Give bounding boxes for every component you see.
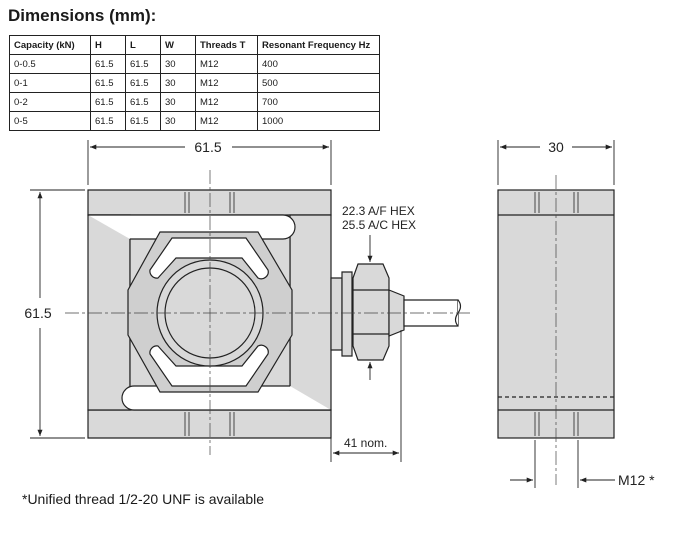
side-view-body — [497, 189, 615, 439]
table-row: 0-0.5 61.5 61.5 30 M12 400 — [9, 54, 380, 74]
centre-boss-inner — [164, 267, 256, 359]
cell-capacity: 0-2 — [9, 92, 91, 112]
thread-size-label: M12 * — [618, 472, 655, 488]
flex-cutout-top — [149, 237, 269, 280]
cell-frequency: 1000 — [257, 111, 380, 131]
cell-frequency: 700 — [257, 92, 380, 112]
cable-length-label: 41 nom. — [344, 436, 387, 450]
hex-af-label: 22.3 A/F HEX — [342, 204, 415, 218]
cable-gland — [330, 263, 462, 361]
cell-frequency: 500 — [257, 73, 380, 93]
cell-h: 61.5 — [90, 73, 126, 93]
cell-threads: M12 — [195, 54, 258, 74]
cell-l: 61.5 — [125, 54, 161, 74]
cell-threads: M12 — [195, 111, 258, 131]
cell-frequency: 400 — [257, 54, 380, 74]
table-row: 0-2 61.5 61.5 30 M12 700 — [9, 92, 380, 112]
flex-cutout-bottom — [149, 344, 269, 387]
table-row: 0-1 61.5 61.5 30 M12 500 — [9, 73, 380, 93]
centre-lines — [65, 170, 557, 485]
cell-threads: M12 — [195, 92, 258, 112]
centre-boss-outer — [156, 259, 264, 367]
s-beam-body — [87, 189, 332, 439]
header-threads: Threads T — [195, 35, 258, 55]
cell-threads: M12 — [195, 73, 258, 93]
header-frequency: Resonant Frequency Hz — [257, 35, 380, 55]
table-row: 0-5 61.5 61.5 30 M12 1000 — [9, 111, 380, 131]
cell-capacity: 0-0.5 — [9, 54, 91, 74]
hex-recess — [127, 231, 293, 393]
dimensions-table: Capacity (kN) H L W Threads T Resonant F… — [9, 35, 380, 131]
header-h: H — [90, 35, 126, 55]
hex-ac-label: 25.5 A/C HEX — [342, 218, 416, 232]
cell-w: 30 — [160, 111, 196, 131]
cell-capacity: 0-5 — [9, 111, 91, 131]
cell-w: 30 — [160, 73, 196, 93]
cell-l: 61.5 — [125, 111, 161, 131]
table-header-row: Capacity (kN) H L W Threads T Resonant F… — [9, 35, 380, 55]
cell-capacity: 0-1 — [9, 73, 91, 93]
header-l: L — [125, 35, 161, 55]
height-dimension-label: 61.5 — [24, 305, 51, 321]
cell-w: 30 — [160, 92, 196, 112]
cell-h: 61.5 — [90, 92, 126, 112]
header-w: W — [160, 35, 196, 55]
thread-hidden-lines — [184, 192, 235, 436]
cell-h: 61.5 — [90, 54, 126, 74]
dimension-lines — [30, 140, 615, 488]
header-capacity: Capacity (kN) — [9, 35, 91, 55]
cell-l: 61.5 — [125, 92, 161, 112]
cell-w: 30 — [160, 54, 196, 74]
cell-l: 61.5 — [125, 73, 161, 93]
footnote: *Unified thread 1/2-20 UNF is available — [22, 491, 265, 507]
width-dimension-label: 61.5 — [194, 139, 221, 155]
side-width-dimension-label: 30 — [548, 139, 564, 155]
cell-h: 61.5 — [90, 111, 126, 131]
page-title: Dimensions (mm): — [8, 6, 157, 25]
